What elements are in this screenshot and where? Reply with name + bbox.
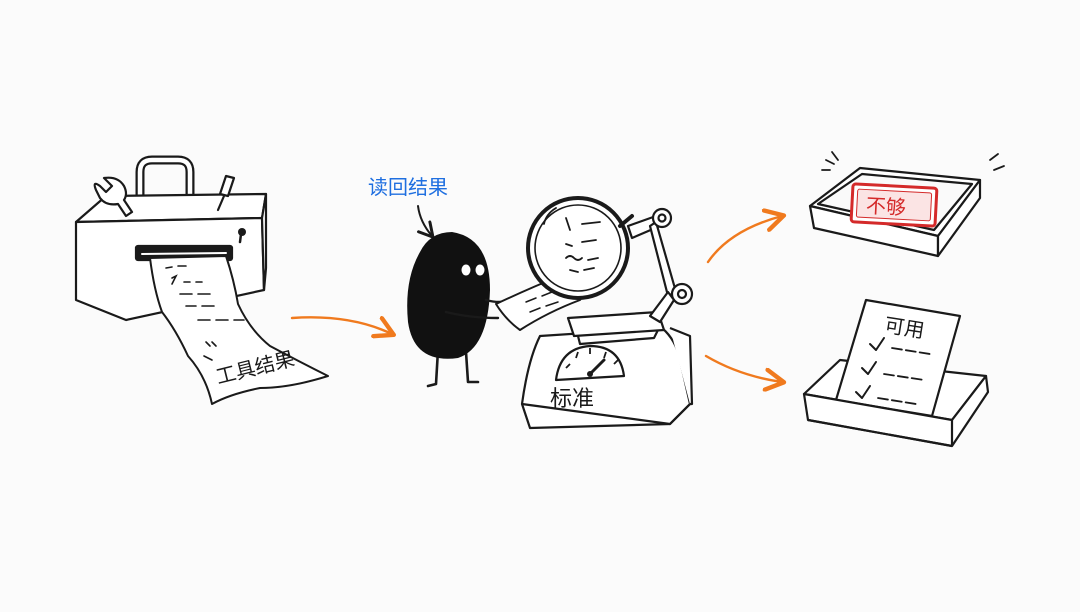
wrench-icon	[93, 176, 134, 218]
burst-lines	[821, 151, 1005, 171]
arrow-to-usable	[704, 354, 782, 382]
result-paper	[149, 255, 329, 405]
stamp-icon	[849, 182, 939, 228]
arrow-to-character	[290, 317, 392, 334]
scale-icon	[520, 310, 694, 430]
magnifier-icon	[526, 196, 634, 300]
not-enough-label: 不够	[865, 194, 906, 220]
tray-bottom-front	[802, 374, 990, 448]
screwdriver-icon	[216, 174, 236, 212]
read-back-label: 读回结果	[368, 175, 448, 199]
character-icon	[407, 232, 514, 388]
annotation-arrow	[416, 205, 435, 239]
standard-label: 标准	[550, 387, 594, 412]
arrow-to-not-enough	[706, 216, 782, 264]
magnifier-arm	[626, 207, 694, 324]
paper-code-lines	[165, 265, 245, 361]
